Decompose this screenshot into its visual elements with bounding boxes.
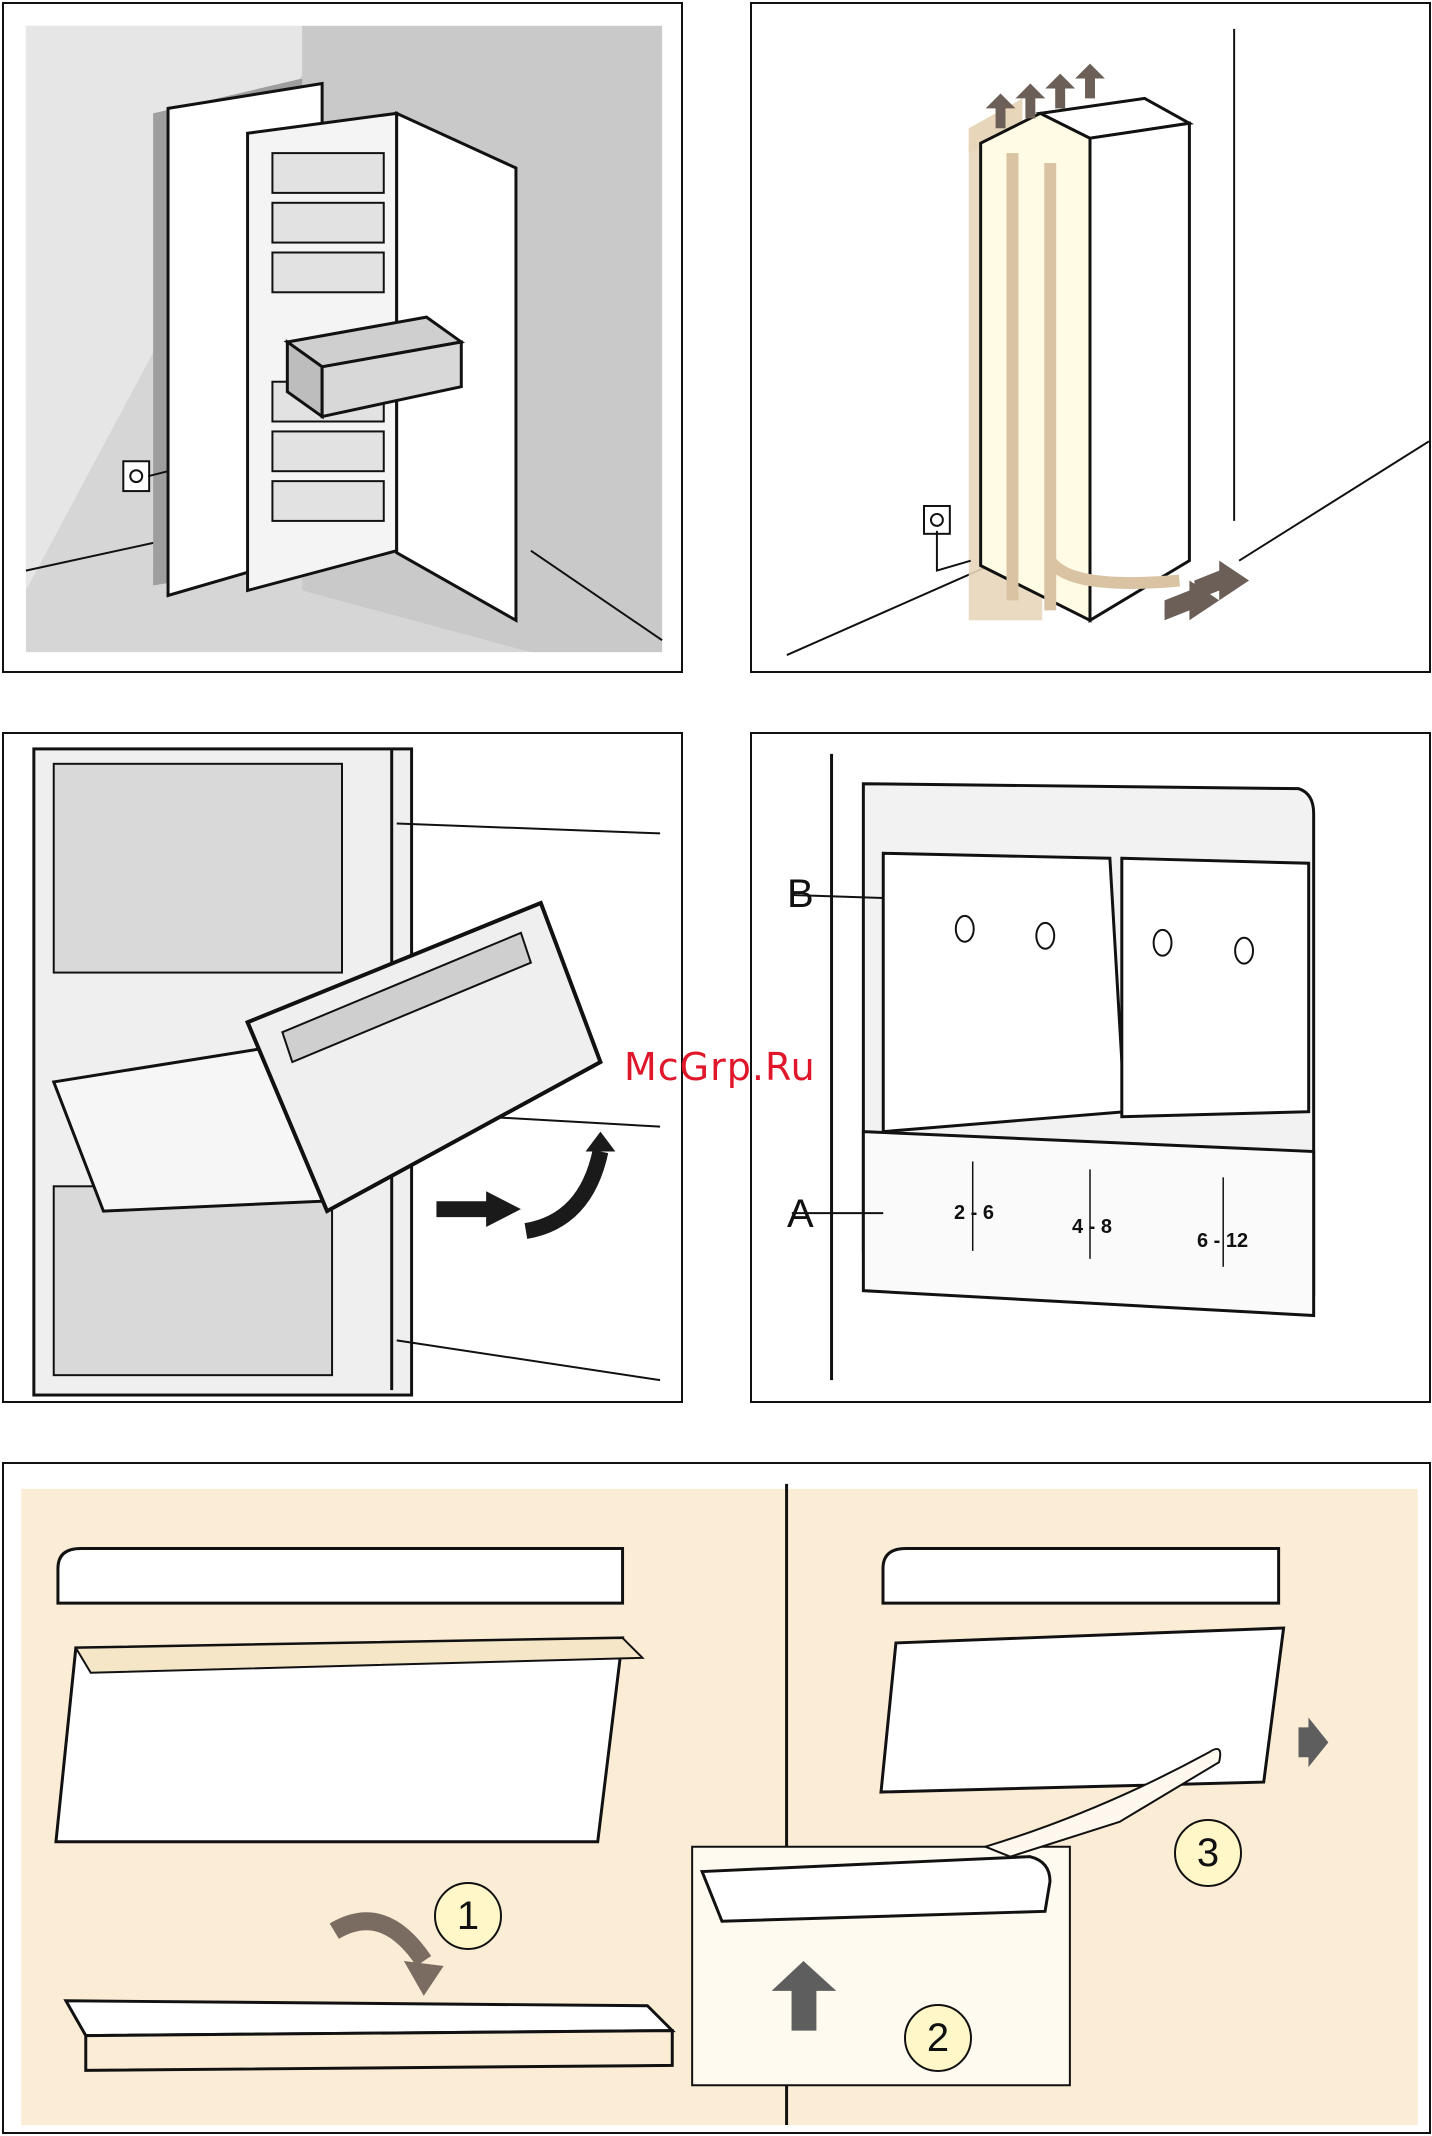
watermark: McGrp.Ru xyxy=(624,1045,816,1089)
drawer-removal-drawing xyxy=(4,734,681,1401)
step-3-marker: 3 xyxy=(1174,1819,1242,1887)
illustration-remove-drawer xyxy=(2,732,683,1403)
storage-range-2: 4 - 8 xyxy=(1072,1216,1112,1239)
label-a: A xyxy=(787,1192,814,1237)
airflow-drawing xyxy=(752,4,1429,671)
freezer-corner-drawing xyxy=(4,4,681,671)
step-2-marker: 2 xyxy=(904,2004,972,2072)
illustration-ventilation-airflow xyxy=(750,2,1431,673)
illustration-freezer-accumulators: B A 2 - 6 4 - 8 6 - 12 xyxy=(750,732,1431,1403)
accumulators-drawing xyxy=(752,734,1429,1401)
step-1-marker: 1 xyxy=(434,1882,502,1950)
flap-steps-drawing xyxy=(4,1464,1429,2132)
storage-range-1: 2 - 6 xyxy=(954,1202,994,1225)
storage-range-3: 6 - 12 xyxy=(1197,1230,1248,1253)
label-b: B xyxy=(787,872,814,917)
illustration-remove-flap-steps: 1 2 3 xyxy=(2,1462,1431,2134)
illustration-freezer-in-corner xyxy=(2,2,683,673)
